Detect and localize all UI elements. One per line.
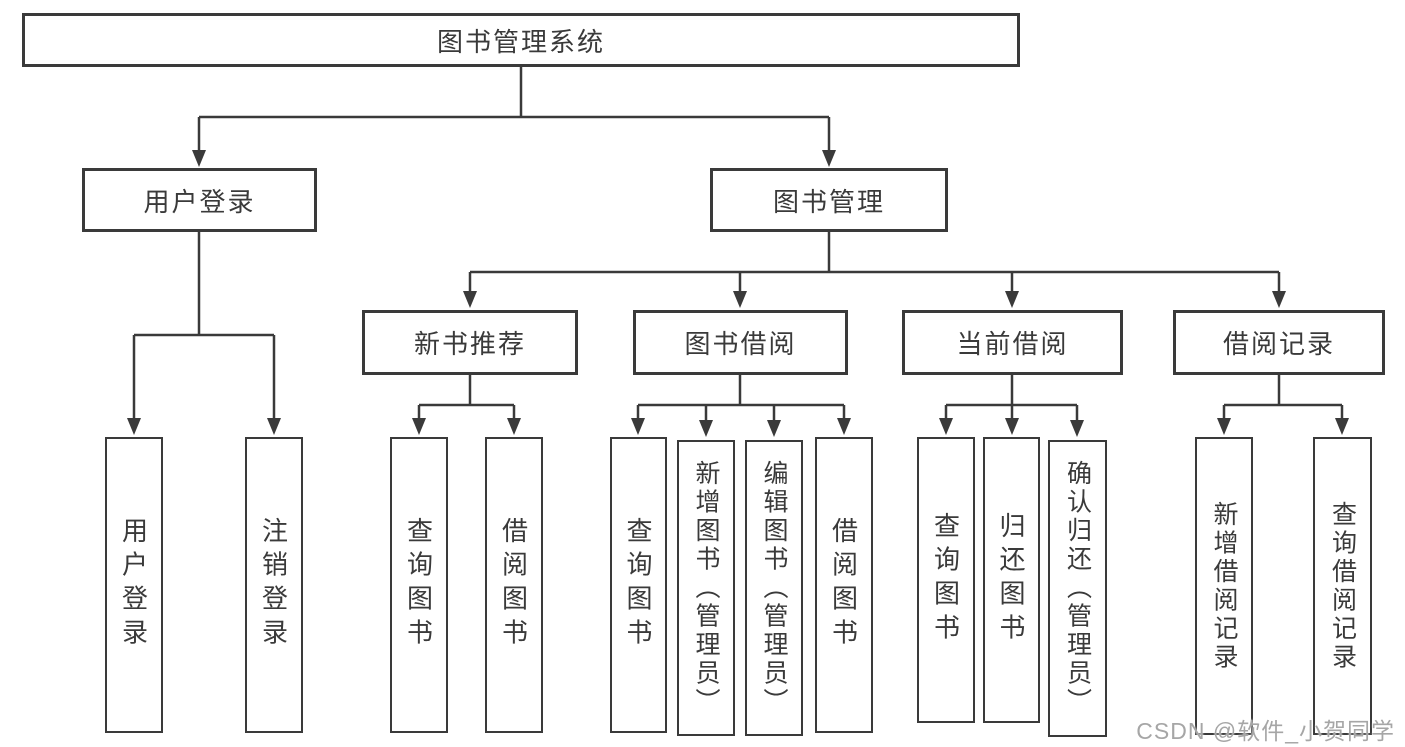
leaf-logout: 注销登录: [245, 437, 303, 733]
csdn-watermark: CSDN @软件_小贺同学: [1136, 718, 1395, 744]
node-book-borrow-label: 图书借阅: [684, 329, 797, 359]
node-current-borrow-label: 当前借阅: [956, 329, 1069, 359]
leaf-newbooks-query-books: 查询图书: [390, 437, 448, 733]
leaf-borrow-query-books: 查询图书: [610, 437, 667, 733]
connector-root-to-level2: [192, 67, 836, 167]
leaf-return-books: 归还图书: [983, 437, 1040, 723]
connector-newbooks-to-leaves: [412, 375, 521, 435]
node-root: 图书管理系统: [22, 13, 1020, 67]
node-new-book-recommend: 新书推荐: [362, 310, 578, 375]
node-user-login-label: 用户登录: [143, 186, 256, 217]
leaf-edit-books-admin: 编辑图书（管理员）: [745, 440, 803, 736]
leaf-user-login: 用户登录: [105, 437, 163, 733]
connector-records-to-leaves: [1217, 375, 1349, 435]
leaf-add-books-admin: 新增图书（管理员）: [677, 440, 735, 736]
node-root-label: 图书管理系统: [436, 26, 605, 57]
node-current-borrow: 当前借阅: [902, 310, 1123, 375]
leaf-borrow-borrow-books: 借阅图书: [815, 437, 873, 733]
connector-current-to-leaves: [939, 375, 1084, 437]
node-borrow-records: 借阅记录: [1173, 310, 1385, 375]
leaf-newbooks-borrow-books: 借阅图书: [485, 437, 543, 733]
node-new-book-recommend-label: 新书推荐: [413, 329, 526, 359]
leaf-add-borrow-record: 新增借阅记录: [1195, 437, 1253, 735]
node-borrow-records-label: 借阅记录: [1222, 329, 1335, 359]
node-user-login: 用户登录: [82, 168, 317, 232]
leaf-current-query-books: 查询图书: [917, 437, 975, 723]
node-book-management-label: 图书管理: [772, 186, 885, 217]
connector-borrow-to-leaves: [631, 375, 851, 437]
node-book-management: 图书管理: [710, 168, 948, 232]
leaf-confirm-return-admin: 确认归还（管理员）: [1048, 440, 1107, 737]
node-book-borrow: 图书借阅: [633, 310, 848, 375]
connector-mgmt-to-level3: [463, 232, 1286, 308]
leaf-query-borrow-record: 查询借阅记录: [1313, 437, 1372, 735]
connector-login-to-leaves: [127, 232, 281, 435]
